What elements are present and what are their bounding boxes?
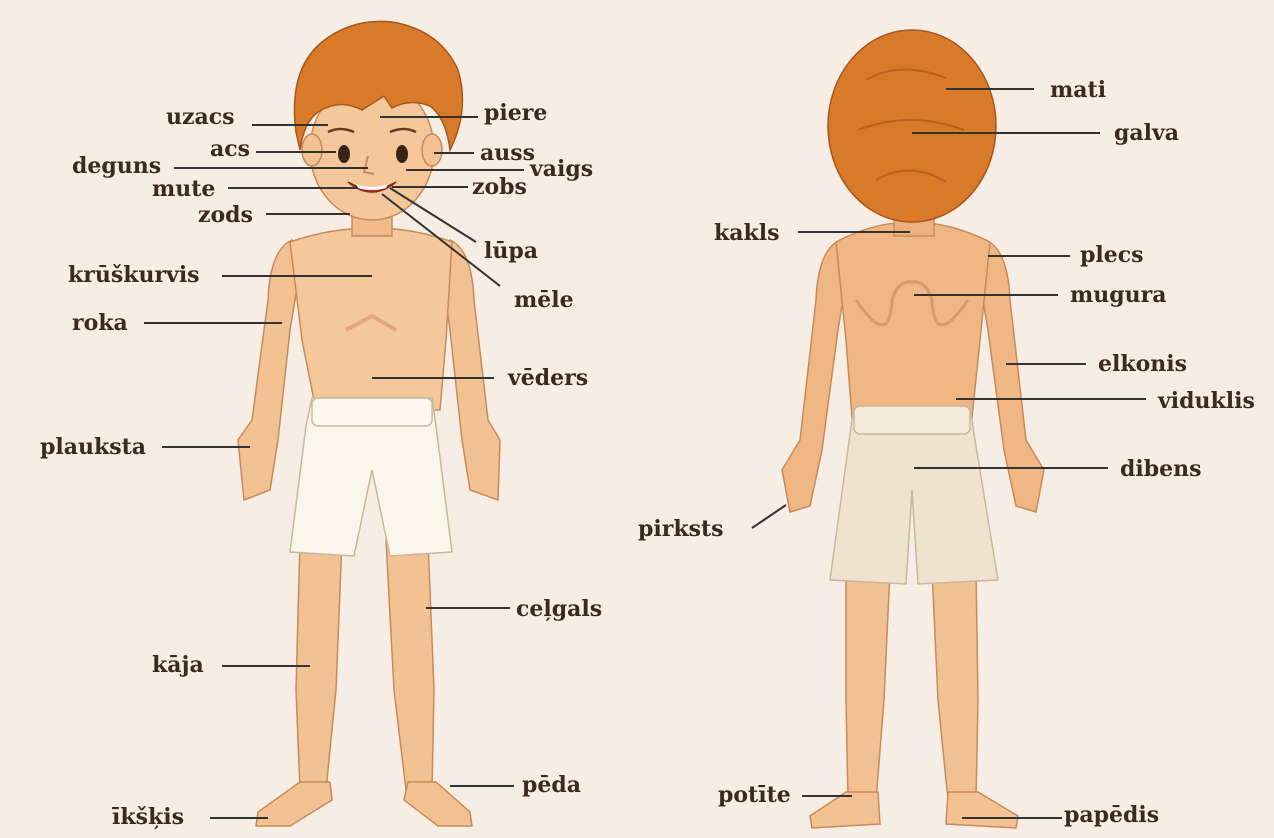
label-mati: mati xyxy=(1050,79,1106,101)
label-potite: potīte xyxy=(718,784,791,806)
label-plauksta: plauksta xyxy=(40,436,146,458)
back-right-leg xyxy=(932,570,978,800)
label-elkonis: elkonis xyxy=(1098,353,1187,375)
label-lupa: lūpa xyxy=(484,240,538,262)
label-mugura: mugura xyxy=(1070,284,1167,306)
label-papedis: papēdis xyxy=(1064,804,1159,826)
back-left-arm xyxy=(782,240,848,512)
front-right-foot xyxy=(404,782,472,826)
leader-pirksts xyxy=(752,505,786,528)
label-ikskis: īkšķis xyxy=(112,806,184,828)
label-piere: piere xyxy=(484,102,547,124)
label-plecs: plecs xyxy=(1080,244,1144,266)
back-left-foot xyxy=(810,792,880,828)
label-vaigs: vaigs xyxy=(530,158,593,180)
back-head xyxy=(828,30,996,222)
leader-lines xyxy=(144,89,1146,818)
label-acs: acs xyxy=(210,138,250,160)
label-dibens: dibens xyxy=(1120,458,1202,480)
label-mele: mēle xyxy=(514,289,574,311)
label-kakls: kakls xyxy=(714,222,779,244)
front-torso xyxy=(290,228,452,410)
label-kaja: kāja xyxy=(152,654,204,676)
label-kruskurvis: krūškurvis xyxy=(68,264,200,286)
back-figure xyxy=(782,30,1044,828)
front-right-leg xyxy=(386,540,434,790)
label-auss: auss xyxy=(480,142,535,164)
label-viduklis: viduklis xyxy=(1158,390,1255,412)
label-uzacs: uzacs xyxy=(166,106,235,128)
label-roka: roka xyxy=(72,312,128,334)
front-left-arm xyxy=(238,240,300,500)
label-galva: galva xyxy=(1114,122,1179,144)
label-mute: mute xyxy=(152,178,215,200)
back-right-arm xyxy=(978,240,1044,512)
back-torso xyxy=(836,222,990,418)
label-celgals: ceļgals xyxy=(516,598,602,620)
label-vedes: vēders xyxy=(508,367,588,389)
label-deguns: deguns xyxy=(72,155,161,177)
label-zods: zods xyxy=(198,204,253,226)
back-right-foot xyxy=(946,792,1018,828)
back-left-leg xyxy=(846,570,890,800)
label-peda: pēda xyxy=(522,774,581,796)
label-zobs: zobs xyxy=(472,176,527,198)
front-figure xyxy=(238,21,500,826)
front-left-foot xyxy=(256,782,332,826)
label-pirksts: pirksts xyxy=(638,518,724,540)
